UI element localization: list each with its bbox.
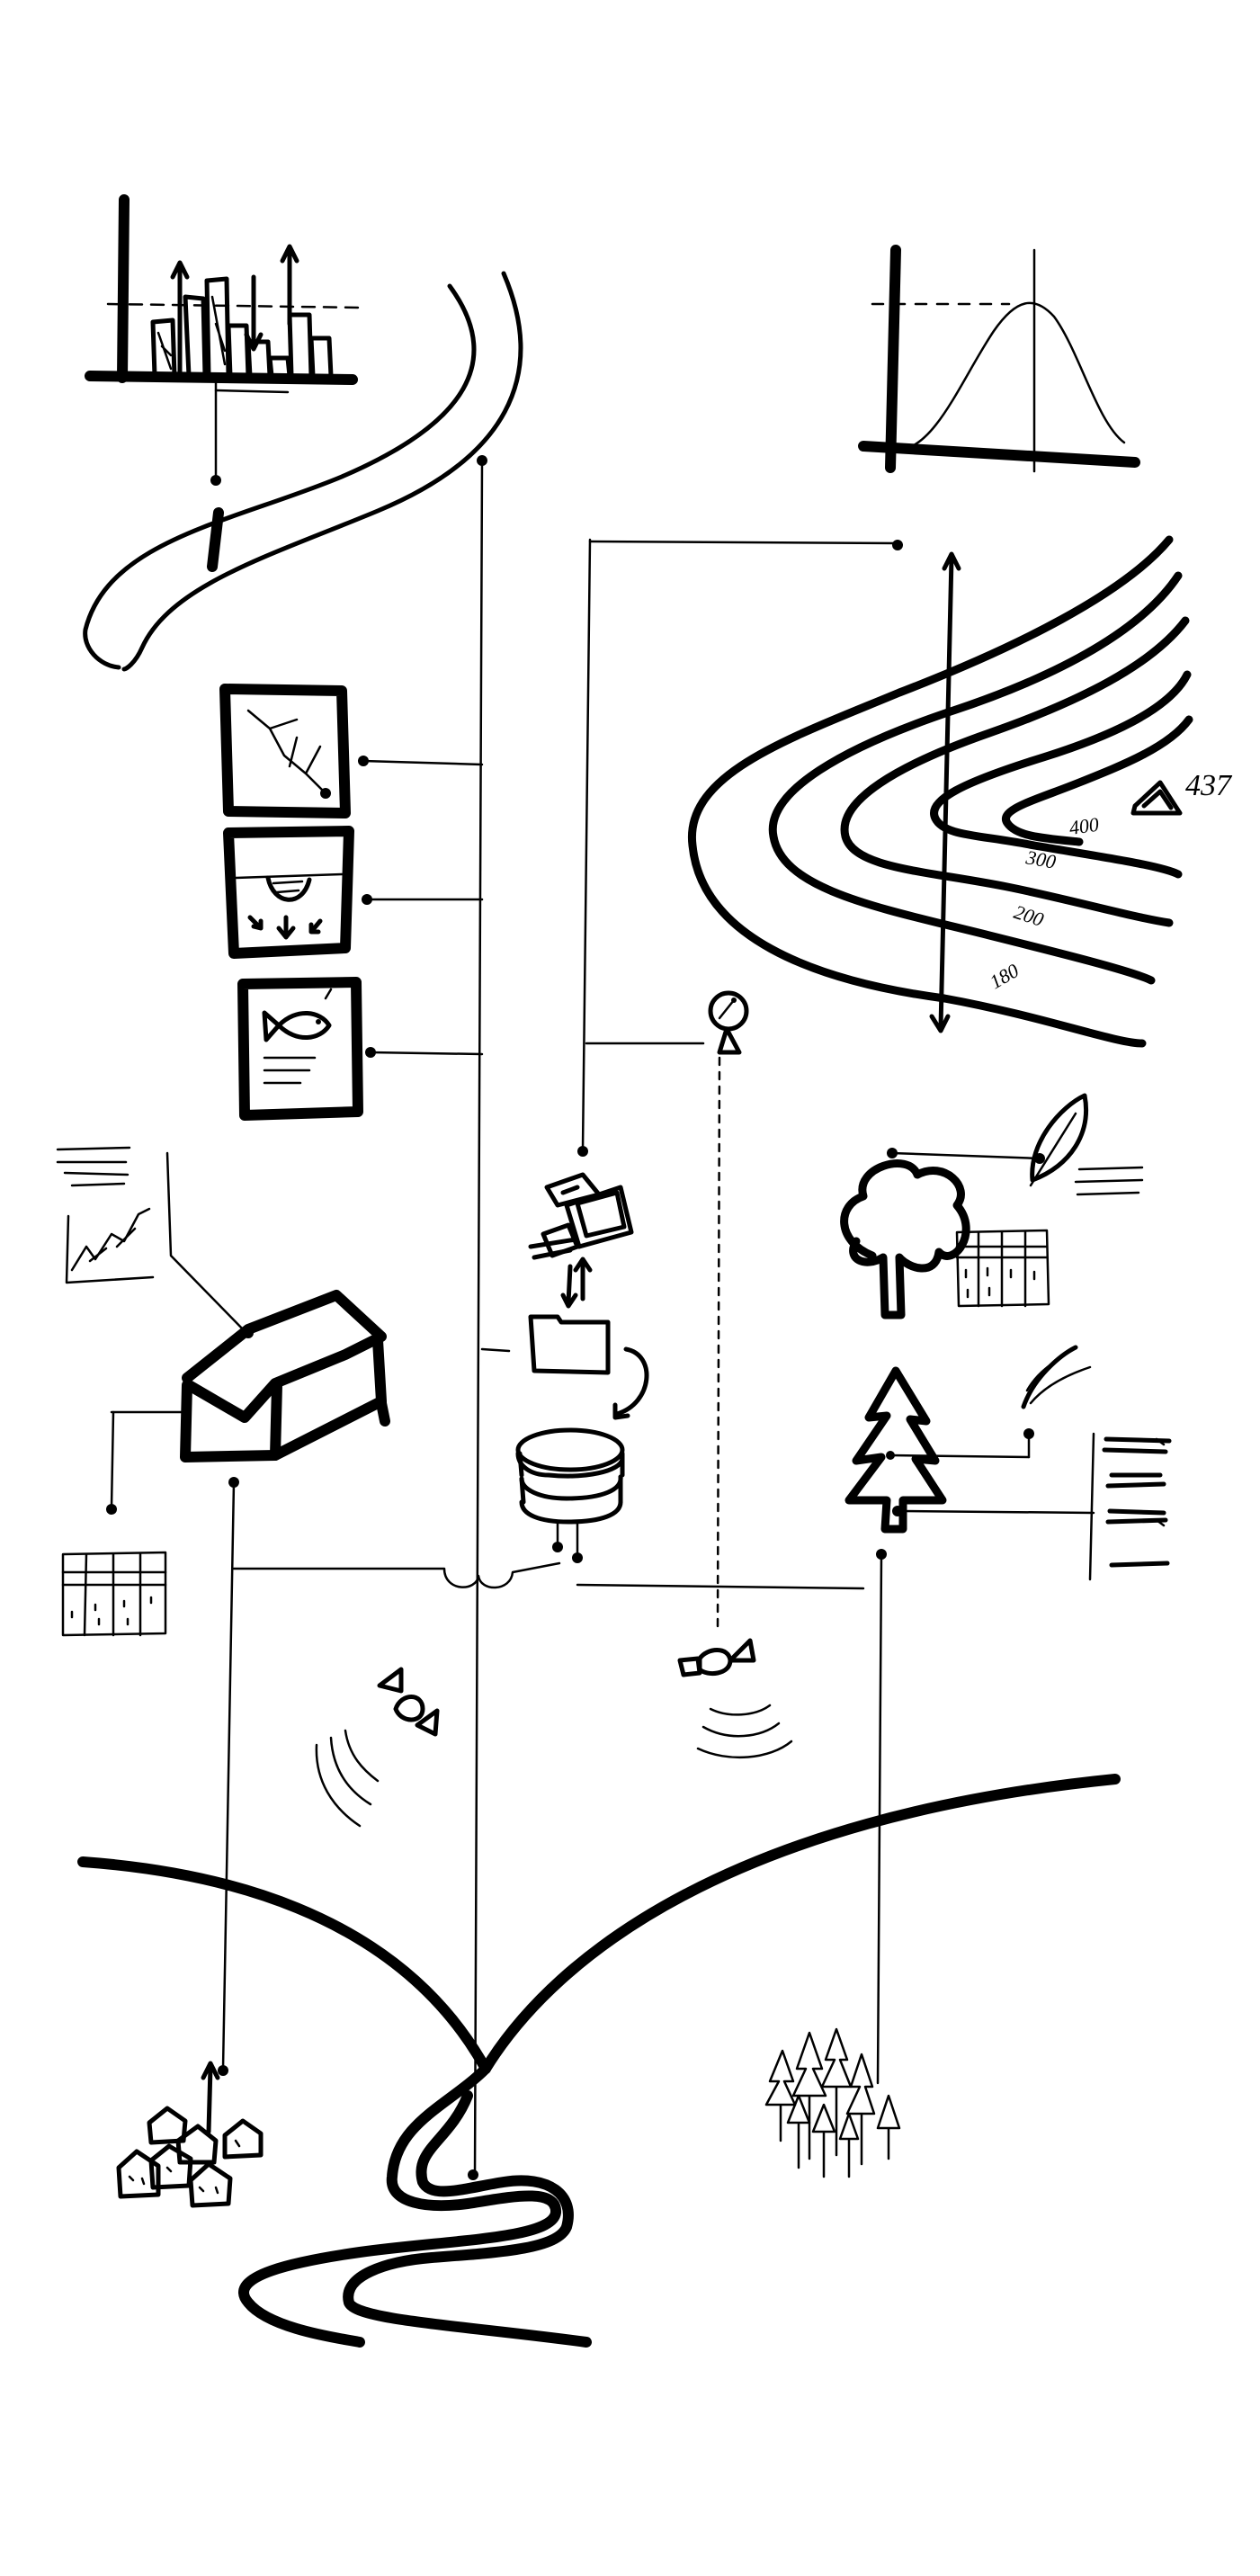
contour-label-300: 300 — [1023, 845, 1058, 873]
leaf-icon — [1029, 1093, 1144, 1196]
connector-computer-to-contour — [577, 538, 903, 1157]
cross-section-frame — [223, 826, 484, 959]
bar-chart-sketch — [85, 194, 362, 486]
contour-label-400: 400 — [1068, 813, 1100, 839]
data-exchange-arrows — [560, 1257, 593, 1309]
database-disks-icon — [515, 1427, 625, 1563]
contour-label-180: 180 — [986, 959, 1023, 993]
central-trunk-line — [468, 455, 511, 2180]
folder-icon — [528, 1314, 649, 1420]
river-top-left — [83, 271, 523, 672]
document-lines-top-left — [56, 1146, 131, 1187]
house-icon — [106, 1151, 390, 2076]
bell-curve-sketch — [858, 245, 1140, 473]
satellite-right-icon — [677, 1638, 793, 1759]
data-table-right — [955, 1229, 1050, 1308]
hill-ridges — [77, 1774, 1121, 2074]
contour-label-200: 200 — [1011, 900, 1046, 931]
contour-label-peak: 437 — [1185, 769, 1233, 802]
fish-report-frame — [237, 977, 484, 1121]
satellite-dish-icon — [708, 990, 749, 1628]
network-connector-left — [232, 1561, 561, 1589]
forest-icon — [764, 2027, 901, 2178]
satellite-left-icon — [315, 1667, 440, 1828]
network-connector-right — [576, 1583, 865, 1590]
computer-icon — [528, 1172, 634, 1260]
data-table-left — [61, 1551, 167, 1637]
contour-map: 437 400 300 200 180 — [687, 535, 1233, 1048]
village-icon — [116, 2061, 264, 2208]
conifer-tree-icon — [844, 1366, 1095, 1534]
measurement-list — [1088, 1432, 1172, 1581]
line-chart-sketch — [65, 1207, 155, 1284]
river-bottom — [238, 2063, 592, 2348]
grass-icon — [1021, 1345, 1092, 1409]
catchment-map-frame — [219, 684, 484, 818]
